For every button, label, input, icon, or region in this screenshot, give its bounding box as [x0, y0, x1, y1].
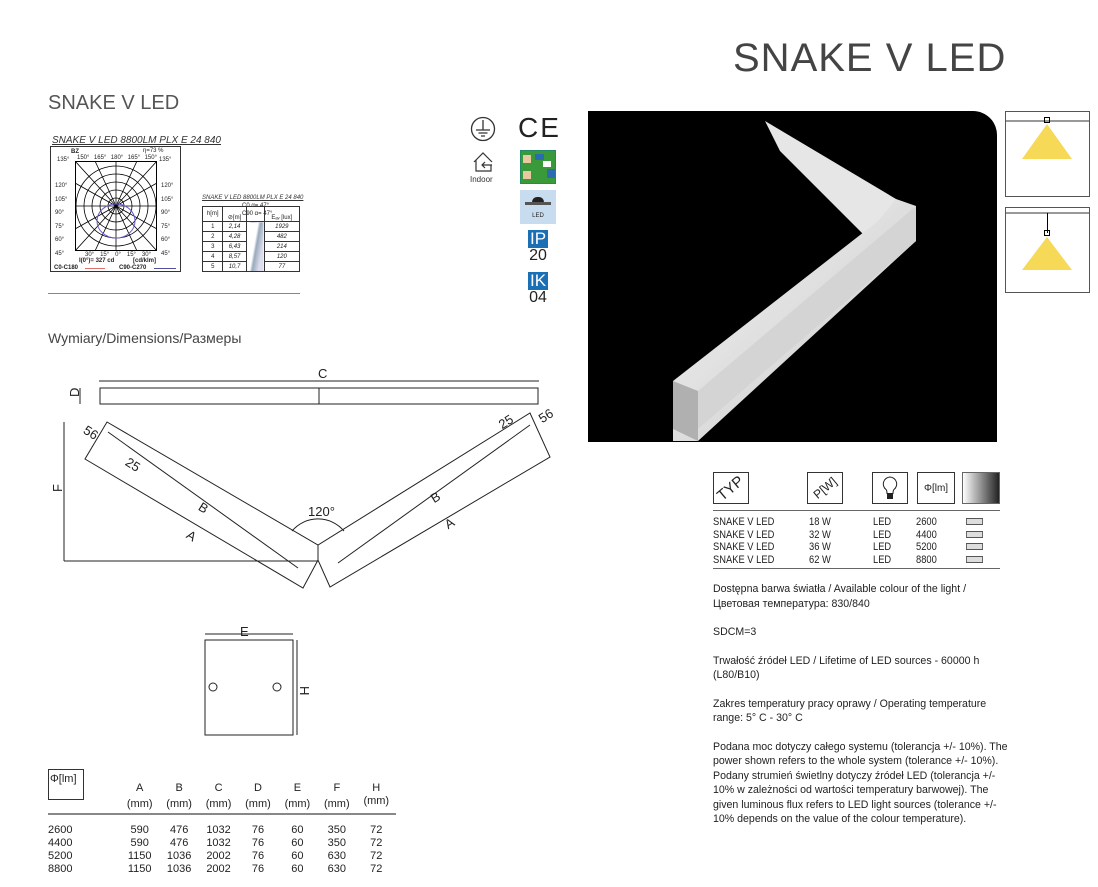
dim-label-c: C [318, 366, 327, 381]
indoor-icon [473, 152, 493, 172]
dim-label-f: F [50, 484, 65, 492]
driver-icon [520, 150, 556, 184]
dim-label-a: A [442, 514, 458, 531]
mounting-ceiling-thumb [1005, 111, 1090, 197]
note-temperature: Zakres temperatury pracy oprawy / Operat… [713, 697, 987, 725]
note-sdcm: SDCM=3 [713, 626, 757, 638]
ground-icon [470, 116, 496, 142]
angle-label: 135° [57, 157, 70, 163]
color-gradient-header [962, 472, 1000, 504]
led-icon: LED [520, 190, 556, 224]
product-notes: Dostępna barwa światła / Available colou… [713, 582, 1013, 841]
unit: [cd/klm] [133, 258, 157, 264]
page-title: SNAKE V LED [733, 36, 1007, 80]
type-header: TYP [713, 472, 749, 504]
dim-label-25: 25 [123, 454, 143, 474]
dim-label-b: B [196, 499, 211, 516]
product-photo [588, 111, 997, 442]
led-label: LED [532, 213, 544, 219]
ce-mark-icon: CE [518, 112, 561, 143]
power-header: P[W] [807, 472, 843, 504]
dim-label-25: 25 [496, 412, 516, 432]
polar-grid [75, 161, 157, 251]
intensity: I(0°)= 327 cd [79, 258, 115, 264]
note-lifetime: Trwałość źródeł LED / Lifetime of LED so… [713, 654, 980, 682]
dim-label-h: H [297, 686, 312, 695]
mounting-suspended-thumb [1005, 207, 1090, 293]
dim-label-d: D [67, 388, 82, 397]
bulb-icon [872, 472, 908, 504]
angle-labels-right: 120°105°90°75°60°45° [161, 183, 174, 257]
legend-c0: C0-C180 [54, 265, 79, 271]
polar-label: BZ [71, 149, 79, 155]
angle-label: 180° [110, 155, 124, 161]
divider [48, 293, 300, 294]
angle-label: 165° [127, 155, 141, 161]
illuminance-title: SNAKE V LED 8800LM PLX E 24 840 [202, 195, 304, 201]
angle-label: 165° [93, 155, 107, 161]
efficiency: η=73 % [143, 148, 164, 154]
polar-title: SNAKE V LED 8800LM PLX E 24 840 [52, 135, 221, 146]
note-tolerance: Podana moc dotyczy całego systemu (toler… [713, 740, 1008, 826]
dim-label-e: E [240, 624, 249, 639]
angle-label: 150° [144, 155, 157, 161]
angle-label: 150° [77, 155, 90, 161]
dim-label-a: A [184, 527, 200, 544]
dim-label-angle: 120° [308, 504, 335, 519]
dimension-drawing: C D F B A B A 120° 56 25 25 56 E H [50, 366, 556, 736]
indoor-label: Indoor [470, 175, 493, 184]
dim-label-56: 56 [81, 422, 101, 442]
dimensions-heading: Wymiary/Dimensions/Размеры [48, 330, 242, 346]
flux-header: Φ[lm] [48, 769, 84, 800]
polar-diagram: BZ η=73 % 150°165°180°165°150° 135° 135°… [50, 146, 181, 272]
dim-label-b: B [428, 489, 443, 506]
angle-label: 135° [159, 157, 172, 163]
note-color: Dostępna barwa światła / Available colou… [713, 583, 967, 610]
product-subtitle: SNAKE V LED [48, 92, 180, 114]
flux-header-icon: Φ[lm] [917, 472, 955, 504]
dim-label-56: 56 [536, 406, 556, 426]
legend-c90: C90-C270 [119, 265, 147, 271]
angle-labels-left: 120°105°90°75°60°45° [55, 183, 68, 257]
